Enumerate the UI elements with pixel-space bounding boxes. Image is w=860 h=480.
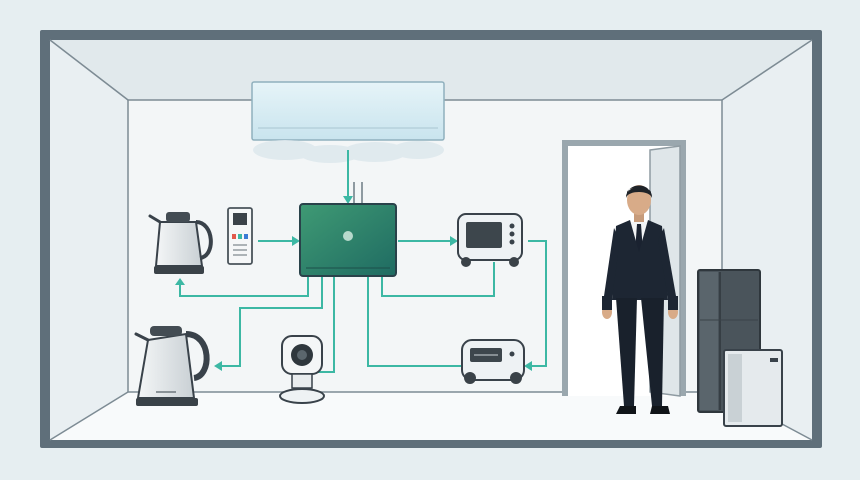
connection-arrowheads — [175, 196, 532, 371]
kettle-icon — [148, 212, 213, 274]
server-cabinet-icon — [697, 269, 783, 427]
smart-hub-icon — [299, 182, 397, 277]
security-camera-icon — [279, 335, 325, 404]
network-connections — [179, 150, 547, 373]
thermostat-panel-icon — [227, 207, 253, 265]
kettle-icon — [134, 326, 210, 406]
microwave-icon — [457, 213, 523, 267]
person-icon — [602, 185, 678, 414]
robot-vacuum-icon — [461, 339, 525, 384]
air-conditioner-icon — [251, 81, 445, 163]
